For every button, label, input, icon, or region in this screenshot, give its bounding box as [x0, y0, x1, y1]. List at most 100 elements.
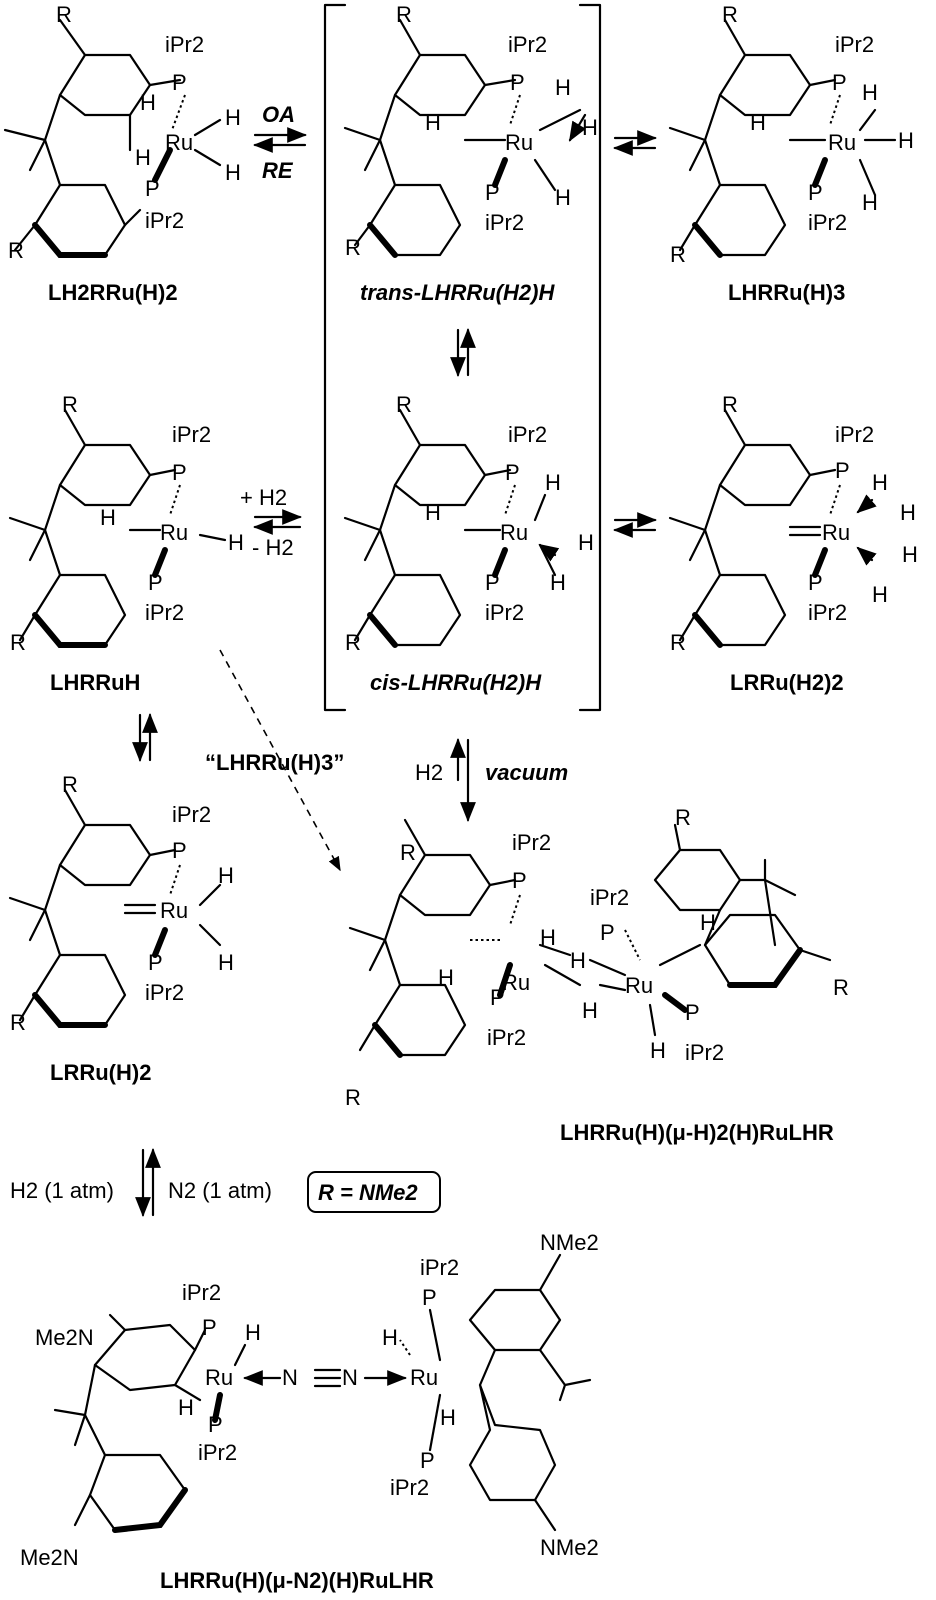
c8-ipr-right-bottom: iPr2 [685, 1040, 724, 1065]
compound-c7-structure [8, 788, 222, 1028]
compound-c6-structure [668, 408, 877, 648]
c4-r-bottom: R [10, 630, 26, 655]
compound-c3-structure [668, 18, 897, 258]
compound-c2-label: trans-LHRRu(H2)H [360, 280, 555, 305]
c5-r-bottom: R [345, 630, 361, 655]
compound-c2-structure [343, 18, 587, 258]
compound-c8-structure [348, 818, 832, 1058]
c2-ru: Ru [505, 130, 533, 155]
c8-r-bottom: R [345, 1085, 361, 1110]
c8-h-bridge2: H [582, 998, 598, 1023]
c9-h-c-left: H [178, 1395, 194, 1420]
c3-h3: H [862, 190, 878, 215]
c7-c9-equilibrium [135, 1148, 161, 1217]
c3-p-top: P [832, 70, 847, 95]
c7-r-bottom: R [10, 1010, 26, 1035]
re-label: RE [262, 158, 294, 183]
c5-ipr-top: iPr2 [508, 422, 547, 447]
c4-ipr-bottom: iPr2 [145, 600, 184, 625]
c2-p-bottom: P [485, 180, 500, 205]
c6-h-a1: H [872, 470, 888, 495]
c8-h-cr: H [700, 910, 716, 935]
c8-ipr-left-bottom: iPr2 [487, 1025, 526, 1050]
c6-ru: Ru [822, 520, 850, 545]
c5-h2-b: H [550, 570, 566, 595]
c9-p-left-bottom: P [208, 1412, 223, 1437]
compound-c4-label: LHRRuH [50, 670, 140, 695]
c1-h-ru1: H [225, 105, 241, 130]
c9-n2: N [342, 1365, 358, 1390]
c6-ipr-bottom: iPr2 [808, 600, 847, 625]
c8-ru-left: Ru [502, 970, 530, 995]
c7-ipr-top: iPr2 [172, 802, 211, 827]
c6-p-top: P [835, 458, 850, 483]
c9-p-left-top: P [202, 1315, 217, 1340]
c9-n1: N [282, 1365, 298, 1390]
c9-nme2-left-top: Me2N [35, 1325, 94, 1350]
compound-c7-label: LRRu(H)2 [50, 1060, 151, 1085]
c5-h: H [545, 470, 561, 495]
c2-ipr-top: iPr2 [508, 32, 547, 57]
c4-p-top: P [172, 460, 187, 485]
c1-r-bottom: R [8, 238, 24, 263]
c4-p-bottom: P [148, 570, 163, 595]
c7-ru: Ru [160, 898, 188, 923]
n2-1atm-label: N2 (1 atm) [168, 1178, 272, 1203]
c9-p-right-top: P [422, 1285, 437, 1310]
c1-r-top: R [56, 2, 72, 27]
c6-r-top: R [722, 392, 738, 417]
c7-h1: H [218, 863, 234, 888]
c8-p-right-top: P [600, 920, 615, 945]
c2-r-top: R [396, 2, 412, 27]
c4-h-ru: H [228, 530, 244, 555]
c8-h-ru-left: H [540, 925, 556, 950]
c9-h-ru-left: H [245, 1320, 261, 1345]
c9-p-right-bottom: P [420, 1448, 435, 1473]
c5-h-c: H [425, 500, 441, 525]
c2-h: H [555, 185, 571, 210]
c3-r-bottom: R [670, 242, 686, 267]
c1-ipr-top: iPr2 [165, 32, 204, 57]
c4-ru: Ru [160, 520, 188, 545]
c4-c7-equilibrium [132, 713, 158, 762]
c2-p-top: P [510, 70, 525, 95]
plus-h2-label: + H2 [240, 485, 287, 510]
c4-ipr-top: iPr2 [172, 422, 211, 447]
c2-h2-a: H [555, 75, 571, 100]
c2-r-bottom: R [345, 235, 361, 260]
c1-ipr-bottom: iPr2 [145, 208, 184, 233]
compound-c9-label: LHRRu(H)(μ-N2)(H)RuLHR [160, 1568, 434, 1593]
intermediate-bracket [323, 3, 602, 712]
c1-h-ch: H [140, 90, 156, 115]
c1-ru: Ru [165, 130, 193, 155]
c3-ipr-top: iPr2 [835, 32, 874, 57]
compound-c4-structure [8, 408, 227, 648]
c9-ipr-left-bottom: iPr2 [198, 1440, 237, 1465]
trans-cis-equilibrium [450, 328, 476, 377]
compound-c6-label: LRRu(H2)2 [730, 670, 844, 695]
r-definition-label: R = NMe2 [318, 1180, 418, 1205]
c3-ipr-bottom: iPr2 [808, 210, 847, 235]
c8-ru-right: Ru [625, 973, 653, 998]
c9-ipr-right-bottom: iPr2 [390, 1475, 429, 1500]
c9-nme2-left-bottom: Me2N [20, 1545, 79, 1570]
c4-h-c: H [100, 505, 116, 530]
c3-h2: H [898, 128, 914, 153]
compound-c8-label: LHRRu(H)(μ-H)2(H)RuLHR [560, 1120, 834, 1145]
c1-p-top: P [172, 70, 187, 95]
compound-c5-label: cis-LHRRu(H2)H [370, 670, 542, 695]
dashed-pathway-arrow [219, 649, 341, 872]
c1-h-ru2: H [225, 160, 241, 185]
c3-h1: H [862, 80, 878, 105]
oa-label: OA [262, 102, 295, 127]
compound-c1-structure [3, 18, 222, 258]
vacuum-label: vacuum [485, 760, 568, 785]
c5-r-top: R [396, 392, 412, 417]
c7-p-top: P [172, 838, 187, 863]
c8-p-left-bottom: P [490, 985, 505, 1010]
c5-p-bottom: P [485, 570, 500, 595]
c9-nme2-right-bottom: NMe2 [540, 1535, 599, 1560]
c5-ipr-bottom: iPr2 [485, 600, 524, 625]
c6-h-b2: H [872, 582, 888, 607]
c2-ipr-bottom: iPr2 [485, 210, 524, 235]
